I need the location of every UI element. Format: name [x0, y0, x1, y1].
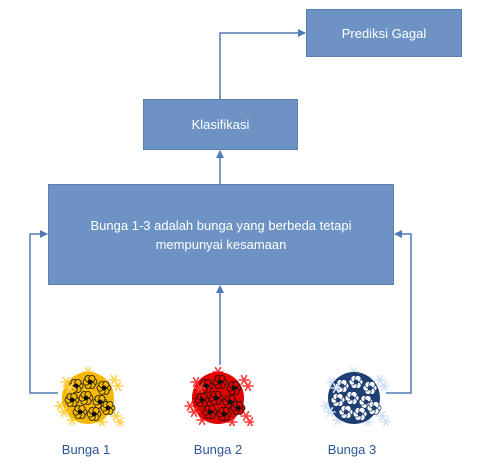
- flower-1-image: [54, 366, 124, 426]
- flower-2-caption: Bunga 2: [193, 442, 243, 457]
- flower-3-image: [320, 366, 390, 426]
- node-prediksi-label: Prediksi Gagal: [341, 25, 427, 41]
- node-prediksi-gagal: Prediksi Gagal: [306, 9, 462, 57]
- arrow-klasifikasi-to-prediksi: [219, 29, 306, 99]
- arrow-flower3-to-bunga: [386, 230, 412, 394]
- node-klasifikasi-label: Klasifikasi: [191, 117, 250, 132]
- flower-2-image: [184, 366, 254, 426]
- flower-1-caption: Bunga 1: [61, 442, 111, 457]
- node-bunga-label: Bunga 1-3 adalah bunga yang berbeda teta…: [90, 217, 352, 252]
- flower-3-caption: Bunga 3: [327, 442, 377, 457]
- arrow-flower1-to-bunga: [29, 230, 58, 394]
- node-klasifikasi: Klasifikasi: [143, 99, 298, 150]
- node-bunga-description: Bunga 1-3 adalah bunga yang berbeda teta…: [48, 184, 394, 285]
